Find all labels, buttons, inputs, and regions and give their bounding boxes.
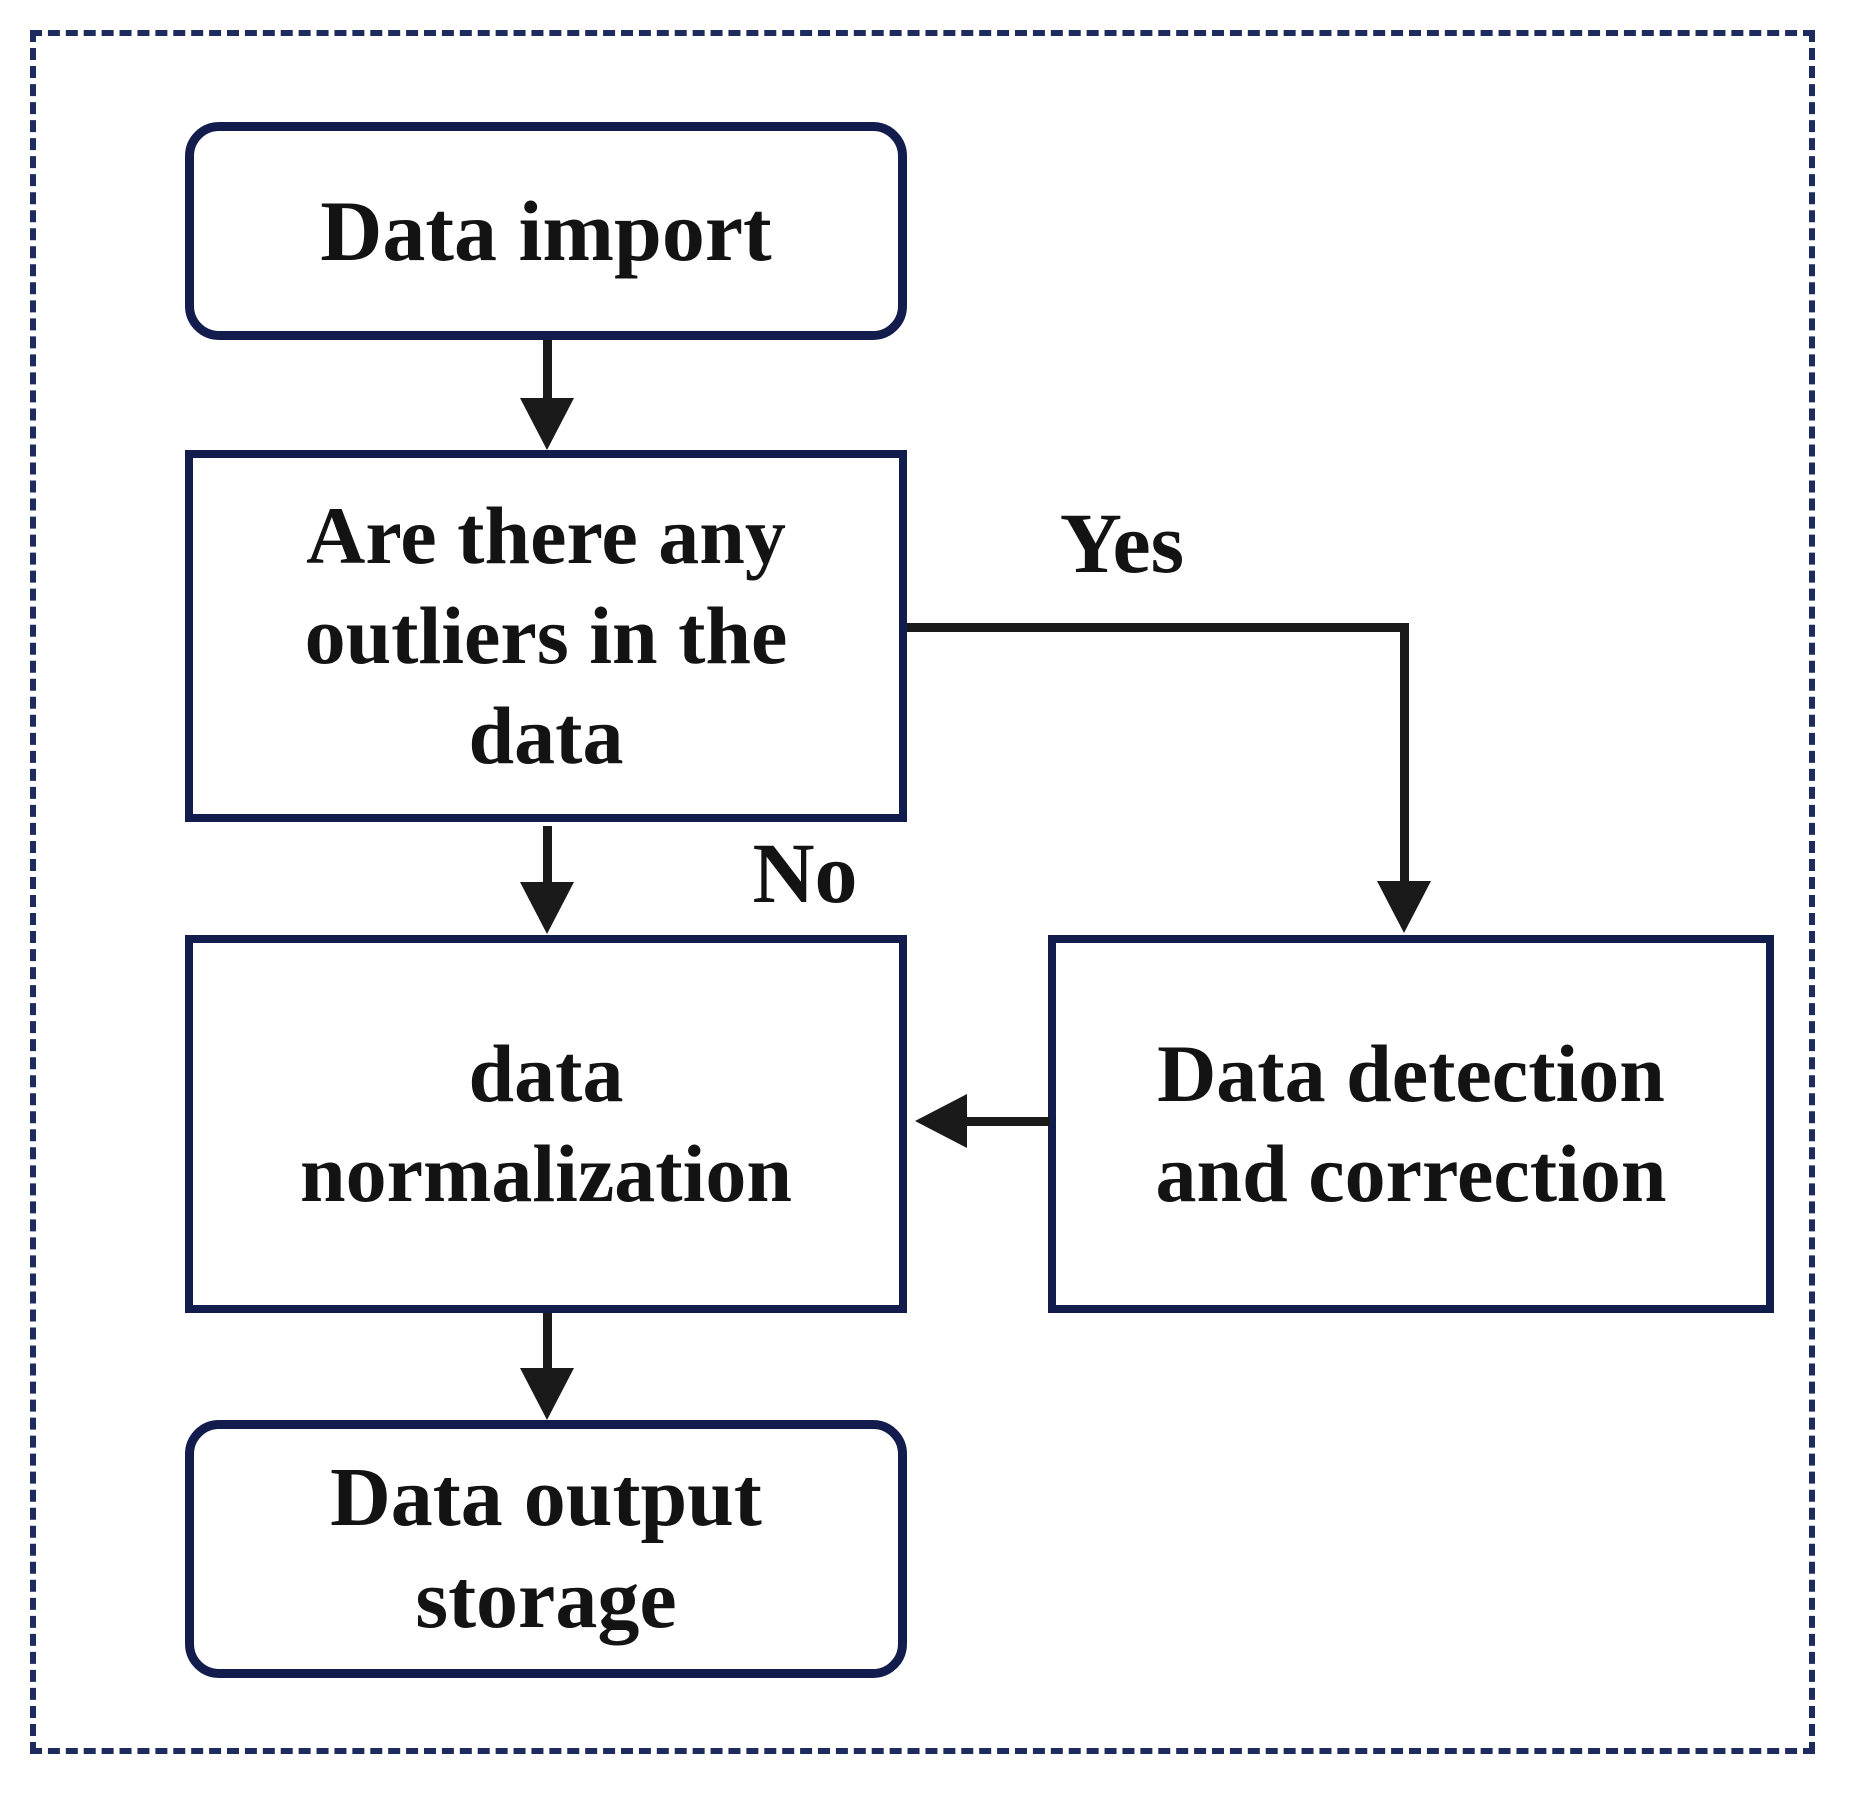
arrow-down-icon bbox=[520, 398, 574, 450]
node-data-normalization-label: data normalization bbox=[300, 1027, 792, 1219]
arrow-outliers-to-detection-hline bbox=[907, 623, 1409, 632]
arrow-down-icon bbox=[1377, 881, 1431, 933]
node-data-detection-correction-label: Data detection and correction bbox=[1155, 1027, 1667, 1219]
arrow-left-icon bbox=[915, 1094, 967, 1148]
arrow-normalization-to-storage-line bbox=[543, 1313, 552, 1371]
arrow-down-icon bbox=[520, 1368, 574, 1420]
edge-label-yes: Yes bbox=[1059, 495, 1185, 591]
outer-dashed-border bbox=[30, 30, 1815, 1754]
arrow-import-to-outliers-line bbox=[543, 340, 552, 402]
node-outliers-decision: Are there any outliers in the data bbox=[185, 450, 907, 822]
node-outliers-decision-label: Are there any outliers in the data bbox=[304, 489, 788, 782]
arrow-outliers-to-detection-vline bbox=[1400, 623, 1409, 883]
node-data-normalization: data normalization bbox=[185, 935, 907, 1313]
node-data-import-label: Data import bbox=[320, 182, 772, 279]
edge-label-no: No bbox=[752, 825, 858, 921]
node-data-output-storage-label: Data output storage bbox=[330, 1450, 762, 1646]
node-data-output-storage: Data output storage bbox=[185, 1420, 907, 1678]
arrow-detection-to-normalization-line bbox=[966, 1117, 1050, 1126]
arrow-outliers-to-normalization-line bbox=[543, 826, 552, 884]
node-data-import: Data import bbox=[185, 122, 907, 340]
arrow-down-icon bbox=[520, 882, 574, 934]
node-data-detection-correction: Data detection and correction bbox=[1048, 935, 1774, 1313]
